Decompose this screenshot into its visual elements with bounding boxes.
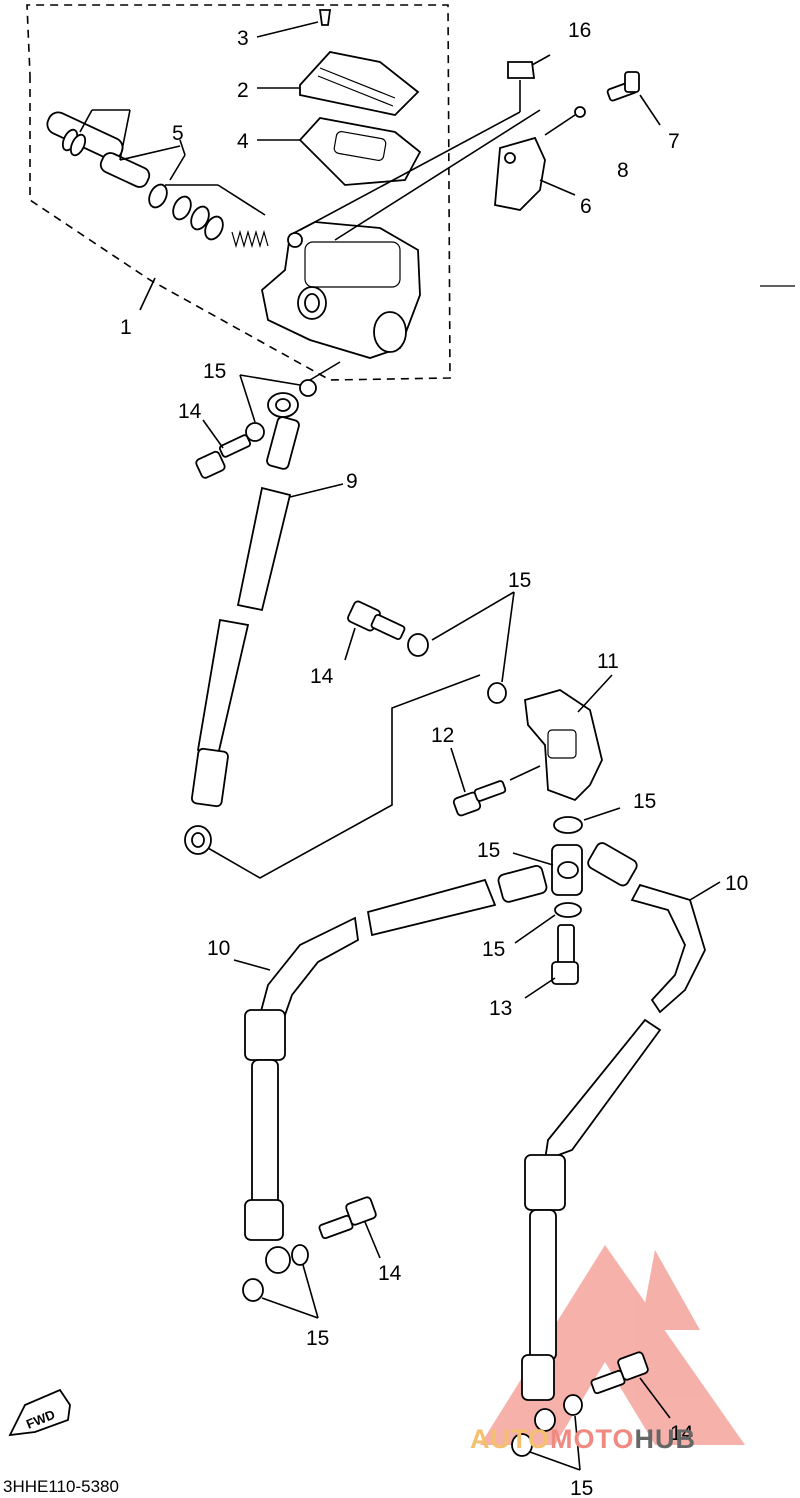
washer-15-top-a [299, 379, 317, 397]
reservoir-plug [507, 61, 536, 79]
three-way-joint [551, 816, 583, 918]
callout-13: 13 [489, 997, 512, 1020]
washer-8 [574, 106, 586, 118]
callout-10-left: 10 [207, 937, 230, 960]
watermark-text: AUTOMOTOHUB [470, 1424, 696, 1454]
callout-9: 9 [346, 470, 358, 493]
reservoir-cap-group [256, 9, 422, 186]
mirror-bracket [494, 136, 546, 211]
bracket-bolt [606, 71, 640, 102]
washer-15-top-b [245, 422, 265, 442]
union-bolt-14-right [590, 1351, 649, 1395]
callout-15-f: 15 [306, 1327, 329, 1350]
callout-7: 7 [668, 130, 680, 153]
callout-14-b: 14 [310, 665, 334, 688]
callout-15-g: 15 [570, 1477, 593, 1498]
right-lower-hose [521, 842, 706, 1432]
piston-cup-4 [204, 215, 224, 241]
callout-15-e: 15 [482, 938, 505, 961]
union-bolt-13 [551, 924, 579, 985]
callout-8: 8 [617, 159, 629, 182]
piston-cup-1 [148, 183, 168, 209]
piston-seal-2 [69, 133, 87, 157]
callout-16: 16 [568, 19, 591, 42]
callout-5: 5 [172, 122, 184, 145]
piston-cup-3 [190, 205, 210, 231]
assembly-dashed-boundary [26, 4, 451, 381]
watermark-part-1: AUTO [470, 1424, 550, 1454]
union-bolt-14-left [318, 1196, 377, 1240]
forward-arrow: FWD [8, 1388, 71, 1437]
piston-cup-2 [172, 195, 192, 221]
callout-15-b: 15 [508, 569, 531, 592]
left-lower-hose [244, 864, 548, 1274]
piston-body [99, 152, 151, 188]
diagram-code: 3HHE110-5380 [3, 1477, 119, 1496]
callout-14-c: 14 [378, 1262, 402, 1285]
callout-15-a: 15 [203, 360, 226, 383]
callout-11: 11 [597, 650, 619, 673]
svg-text:AUTOMOTOHUB: AUTOMOTOHUB [470, 1424, 696, 1454]
cap-screw [318, 9, 332, 26]
hose-joint-bracket [524, 689, 603, 802]
callout-12: 12 [431, 724, 454, 747]
washer-15-right-b [511, 1433, 533, 1457]
washer-15-middle-b [487, 682, 507, 704]
callout-4: 4 [237, 130, 249, 153]
callout-14-a: 14 [178, 400, 202, 423]
washer-15-left-b [242, 1278, 264, 1302]
callout-15-c: 15 [633, 790, 656, 813]
piston-kit [46, 109, 269, 249]
washer-15-middle-a [407, 633, 429, 657]
callout-15-d: 15 [477, 839, 500, 862]
callout-10-right: 10 [725, 872, 748, 895]
master-cylinder-body [261, 221, 421, 359]
hose-path-guide [207, 674, 481, 879]
upper-brake-hose [184, 392, 300, 855]
watermark-triangle-outer [480, 1245, 745, 1445]
reservoir-diaphragm [298, 117, 422, 186]
callout-3: 3 [237, 27, 249, 50]
watermark-logo [480, 1245, 745, 1445]
washer-15-right-a [563, 1394, 583, 1416]
union-bolt-14-top [195, 434, 252, 479]
callout-2: 2 [237, 79, 249, 102]
watermark-triangle-inner [640, 1250, 700, 1330]
bracket-bolt-12 [452, 780, 507, 817]
callout-1: 1 [120, 316, 132, 339]
washer-15-left-a [291, 1244, 309, 1266]
callout-14-d: 14 [670, 1422, 694, 1445]
piston-spring [231, 229, 269, 249]
watermark-part-3: HUB [635, 1424, 697, 1454]
callout-6: 6 [580, 195, 592, 218]
union-bolt-14-middle [347, 600, 406, 641]
watermark-part-2: MOTO [550, 1424, 635, 1454]
